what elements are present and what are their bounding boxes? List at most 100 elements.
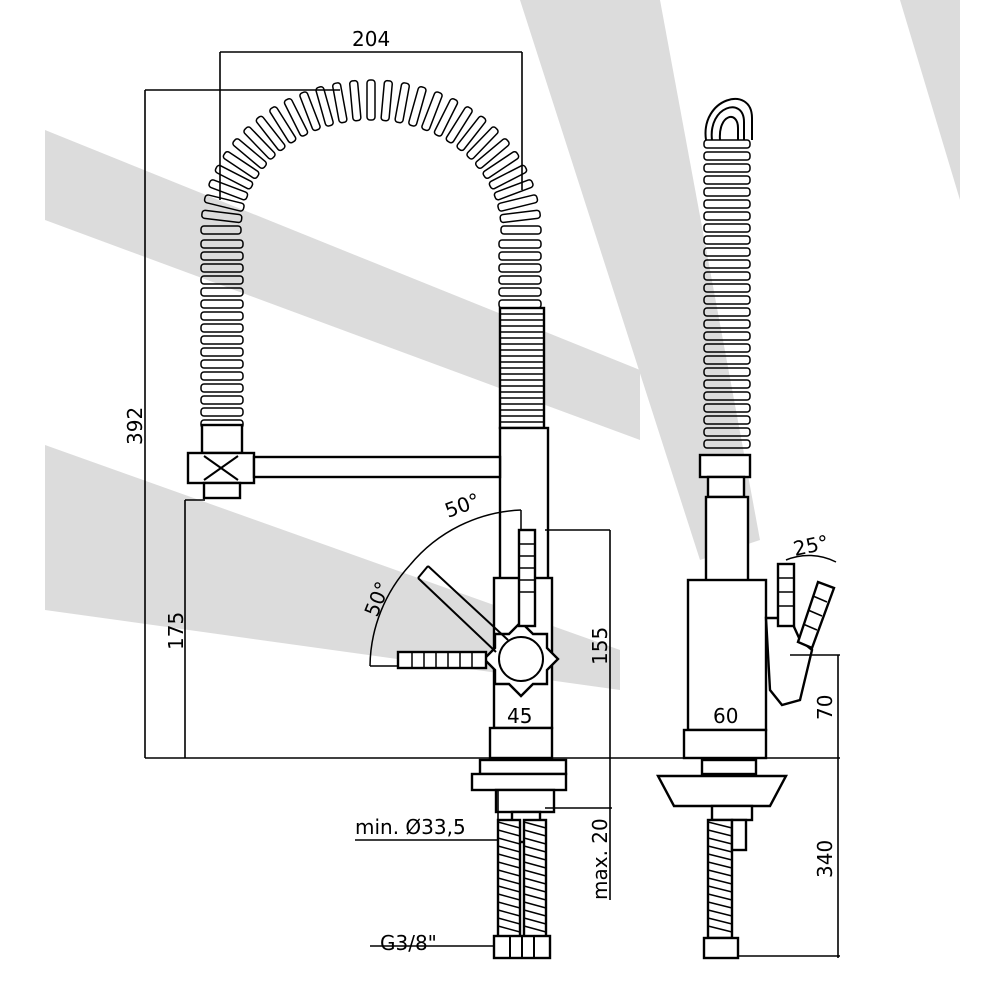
mount-plate	[470, 772, 568, 792]
spring-coil	[703, 187, 751, 197]
hose-braid	[707, 845, 733, 853]
hose-braid	[497, 893, 521, 901]
spring-coil	[331, 82, 348, 124]
spring-coil	[703, 271, 751, 281]
side-base-ring	[682, 728, 768, 760]
side-collar	[698, 453, 752, 479]
spring-coil	[703, 151, 751, 161]
lever-vertical	[517, 528, 537, 628]
spring-coil	[200, 347, 244, 357]
hose-braid	[497, 925, 521, 933]
hose-braid	[707, 837, 733, 845]
spring-coil	[703, 295, 751, 305]
spring-coil	[445, 106, 473, 144]
spring-coil	[498, 299, 542, 309]
hose-braid	[523, 877, 547, 885]
label-204: 204	[352, 27, 390, 51]
left-collar-bottom	[202, 481, 242, 500]
spout-ribs	[500, 313, 544, 423]
label-392: 392	[123, 407, 147, 445]
hose-braid	[707, 861, 733, 869]
spring-coil	[408, 86, 427, 127]
spring-coil	[703, 235, 751, 245]
spring-coil	[200, 383, 244, 393]
hose-braid	[497, 861, 521, 869]
label-thread: G3/8"	[380, 931, 437, 955]
spring-coil	[200, 275, 244, 285]
spring-coil	[703, 391, 751, 401]
faucet-base-ring	[488, 726, 554, 760]
spring-coil	[497, 194, 539, 212]
spring-coil	[200, 239, 244, 249]
hose-braid	[707, 901, 733, 909]
hose-braid	[523, 861, 547, 869]
hose-braid	[497, 869, 521, 877]
spring-coil	[703, 199, 751, 209]
spring-coil	[498, 251, 542, 261]
side-tube	[704, 495, 750, 583]
spring-coil	[703, 439, 751, 449]
hose-braid	[523, 829, 547, 837]
spring-coil	[499, 209, 541, 224]
spring-coil	[366, 79, 376, 121]
hose-braid	[497, 821, 521, 829]
spring-coil	[498, 263, 542, 273]
spring-coil	[500, 225, 542, 235]
hose-braid	[707, 829, 733, 837]
spring-coil	[200, 395, 244, 405]
spring-coil	[466, 126, 499, 160]
spring-hose	[200, 79, 542, 429]
spring-coil	[456, 115, 487, 152]
spring-coil	[394, 82, 411, 124]
spring-coil	[421, 91, 443, 132]
label-min-hole: min. Ø33,5	[355, 815, 466, 839]
spring-coil	[200, 251, 244, 261]
hose-braid	[497, 837, 521, 845]
hose-braid	[523, 885, 547, 893]
hose-braid	[707, 877, 733, 885]
hose-braid	[707, 821, 733, 829]
hose-braid	[707, 885, 733, 893]
spring-coil	[269, 106, 297, 144]
front-view	[186, 79, 568, 960]
spring-coil	[703, 211, 751, 221]
spring-coil	[255, 115, 286, 152]
spring-coil	[200, 299, 244, 309]
hose-braid	[523, 837, 547, 845]
spring-coil	[243, 126, 276, 160]
hose-braid	[497, 917, 521, 925]
spring-coil	[200, 323, 244, 333]
hose-braid	[497, 877, 521, 885]
hose-braid	[523, 853, 547, 861]
spring-coil	[201, 209, 243, 224]
lever-diagonal	[417, 565, 509, 653]
label-45: 45	[507, 704, 532, 728]
spring-coil	[703, 415, 751, 425]
spring-coil	[208, 179, 249, 201]
label-angle-25: 25°	[791, 530, 831, 561]
spring-coil	[283, 98, 309, 137]
side-mount-plate	[656, 774, 788, 808]
hose-braid	[523, 869, 547, 877]
label-angle-50-top: 50°	[442, 488, 484, 523]
spring-coil	[498, 287, 542, 297]
spring-coil	[703, 307, 751, 317]
spring-coil	[703, 379, 751, 389]
spring-coil	[703, 283, 751, 293]
spring-coil	[482, 150, 520, 180]
spring-coil	[203, 194, 245, 212]
hose-braid	[523, 901, 547, 909]
label-340: 340	[813, 840, 837, 878]
spring-coil	[214, 164, 254, 190]
spring-coil	[703, 223, 751, 233]
hose-braid	[497, 909, 521, 917]
hose-braid	[497, 829, 521, 837]
spring-coil	[703, 163, 751, 173]
hose-braid	[707, 909, 733, 917]
spring-coil	[493, 179, 534, 201]
hose-braid	[523, 893, 547, 901]
spring-coil	[200, 371, 244, 381]
side-body	[686, 578, 768, 732]
spring-coil	[703, 331, 751, 341]
